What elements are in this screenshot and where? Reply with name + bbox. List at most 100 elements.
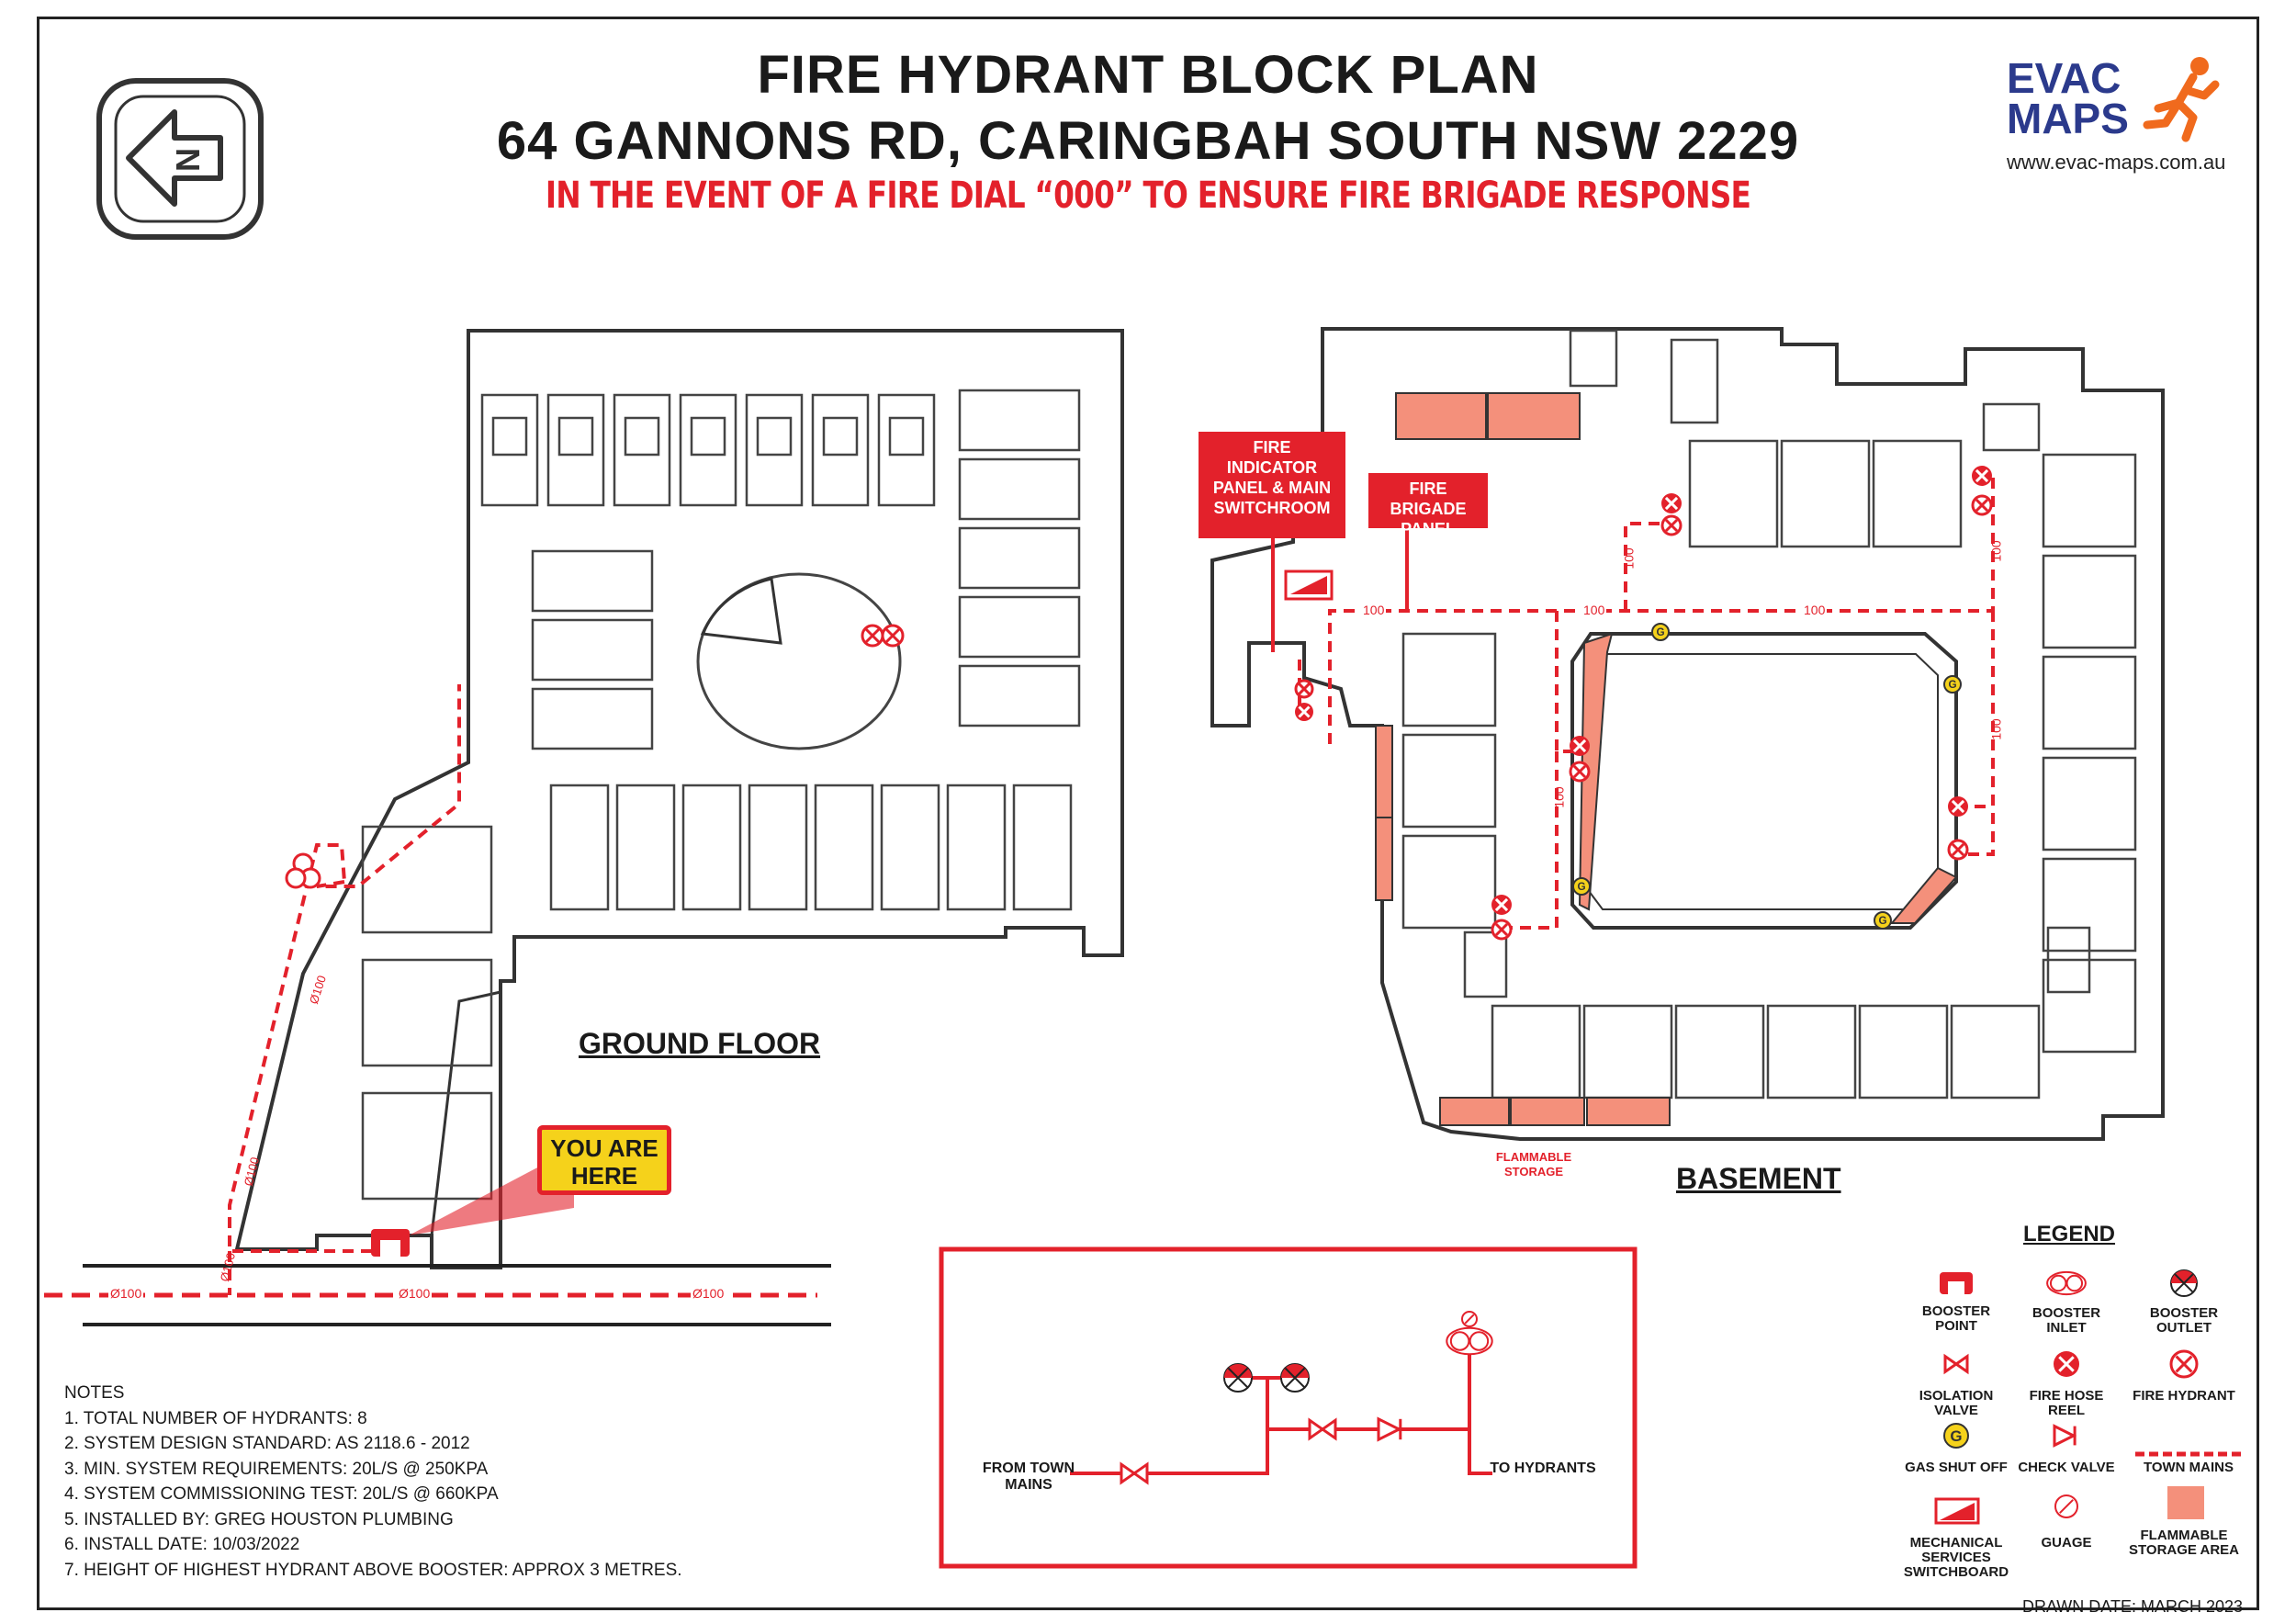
apartment-unit [958,457,1081,521]
gauge-icon [2054,1494,2078,1518]
apartment-unit [958,664,1081,727]
apartment-unit [877,393,936,507]
storage-cage [1780,439,1871,548]
legend-label: FIRE HYDRANT [2133,1388,2235,1404]
note-item: 7. HEIGHT OF HIGHEST HYDRANT ABOVE BOOST… [64,1560,682,1580]
legend-label: FIRE HOSE REEL [2029,1388,2104,1418]
pipe-label-basement-2: 100 [1581,603,1607,617]
booster-outlet-icon [1223,1363,1253,1393]
gas-shut-off-icon: G [1572,877,1591,896]
notes-block: NOTES 1. TOTAL NUMBER OF HYDRANTS: 8 2. … [64,1381,682,1583]
drawn-date: DRAWN DATE: MARCH 2023 [2021,1597,2243,1616]
flammable-storage-label: FLAMMABLE STORAGE [1495,1150,1572,1179]
legend-title: LEGEND [2023,1222,2116,1246]
legend-label: BOOSTER POINT [1921,1303,1991,1334]
apartment-unit [1012,784,1073,911]
pipe-label-basement-1: 100 [1361,603,1387,617]
isolation-valve-icon [1943,1353,1969,1375]
storage-cage [2042,756,2137,851]
note-item: 2. SYSTEM DESIGN STANDARD: AS 2118.6 - 2… [64,1434,470,1453]
pipe-label-basement-5: 100 [1988,540,2004,562]
gas-letter: G [1878,915,1886,927]
you-are-here-sign: YOU ARE HERE [537,1125,671,1195]
apartment-room [491,416,528,457]
townhouse-unit [361,958,493,1067]
booster-point-icon [371,1229,410,1257]
townhouse-unit [361,1091,493,1201]
storage-cage [1872,439,1963,548]
note-item: 6. INSTALL DATE: 10/03/2022 [64,1535,300,1554]
basement-units [1401,329,2137,1100]
apartment-unit [531,618,654,682]
pipe-label-basement-3: 100 [1802,603,1828,617]
legend-label: BOOSTER OUTLET [2149,1305,2219,1336]
fire-hydrant-icon [2169,1349,2199,1379]
gas-letter: G [1948,679,1956,691]
pipe-label-basement-4: 100 [1621,547,1637,570]
courtyard-pergola [700,577,782,645]
pipe-label-basement-6: 100 [1988,718,2004,740]
storage-cage [1401,733,1497,829]
apartment-room [557,416,594,457]
isolation-valve-icon [1308,1417,1337,1441]
storage-cage [2042,453,2137,548]
fire-indicator-panel-callout: FIRE INDICATOR PANEL & MAIN SWITCHROOM [1199,432,1345,538]
you-are-here-beam [409,1148,574,1235]
storage-cage [2042,655,2137,750]
apartment-unit [615,784,676,911]
legend-label: ISOLATION VALVE [1919,1388,1994,1418]
booster-point-icon [1940,1272,1973,1294]
booster-outlet-icon [1280,1363,1310,1393]
apartment-room [822,416,859,457]
fire-hydrant-icon [1569,761,1591,783]
storage-cage [1766,1004,1857,1100]
fire-hose-reel-icon [1570,736,1590,756]
mech-switchboard-basement-icon [1284,570,1334,601]
legend-label: FLAMMABLE STORAGE AREA [2129,1528,2240,1558]
apartment-unit [613,393,671,507]
gas-letter: G [1656,626,1664,638]
storage-cage [1401,834,1497,930]
storage-cage [1582,1004,1673,1100]
mech-switchboard-icon [1934,1497,1980,1525]
apartment-room [690,416,726,457]
fire-hydrant-icon [1947,839,1969,861]
fire-hose-reel-icon [1295,703,1313,721]
flammable-area-icon [2167,1486,2204,1519]
booster-inlet-icon [1446,1326,1493,1356]
apartment-unit [681,784,742,911]
lift-shaft [1670,338,1719,424]
running-man-icon [2143,57,2220,142]
booster-inlet-icon [2046,1270,2087,1296]
apartment-unit [531,687,654,750]
storage-cage [1401,632,1497,727]
fire-hose-reel-icon [1661,493,1682,513]
lift-shaft [1982,402,2041,452]
notes-heading: NOTES [64,1383,125,1403]
note-item: 5. INSTALLED BY: GREG HOUSTON PLUMBING [64,1509,454,1529]
apartment-unit [480,393,539,507]
schematic-from-label: FROM TOWN MAINS [982,1460,1075,1493]
lift-shaft [1463,930,1508,998]
check-valve-icon [2053,1424,2077,1448]
apartment-unit [811,393,870,507]
apartment-unit [814,784,874,911]
ground-floor-units [361,389,1081,1201]
flammable-storage-areas [1375,392,1958,1126]
logo-maps-text: MAPS [2007,95,2129,142]
storage-cage [1688,439,1779,548]
booster-outlet-icon [2170,1269,2198,1297]
fire-brigade-panel-callout: FIRE BRIGADE PANEL [1368,473,1488,538]
emergency-warning: IN THE EVENT OF A FIRE DIAL “000” TO ENS… [545,175,1751,217]
apartment-room [624,416,660,457]
logo-url[interactable]: www.evac-maps.com.au [2007,151,2226,174]
apartment-unit [946,784,1007,911]
schematic-box [939,1246,1638,1569]
pipe-label-town-main-3: Ø100 [691,1286,726,1301]
gas-shut-off-icon: G [1943,675,1962,694]
ground-floor-label: GROUND FLOOR [579,1027,821,1060]
schematic-diagram [1070,1341,1492,1475]
note-item: 4. SYSTEM COMMISSIONING TEST: 20L/S @ 66… [64,1484,499,1504]
plan-border [37,17,2259,1610]
